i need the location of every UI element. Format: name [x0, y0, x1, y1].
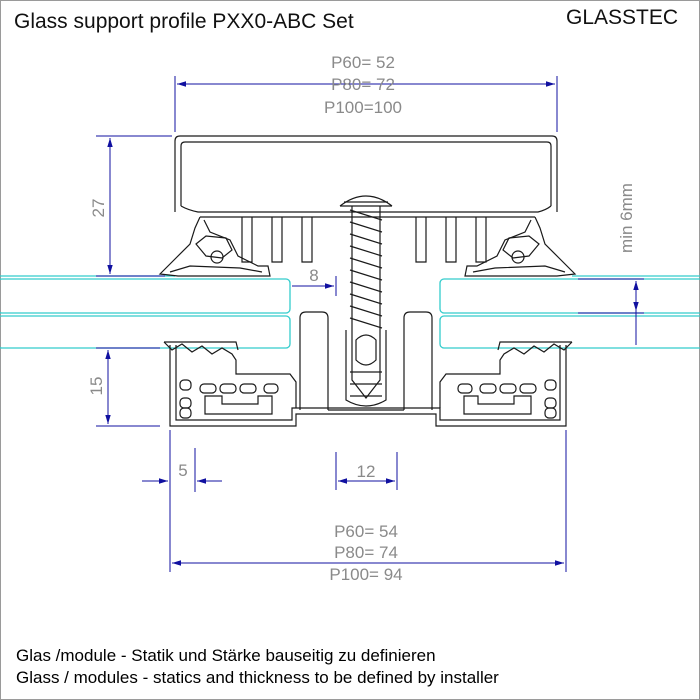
top-width-p80: P80= 72: [331, 75, 395, 94]
glass-lower-left: [0, 315, 291, 349]
note-german: Glas /module - Statik und Stärke bauseit…: [16, 646, 436, 665]
note-english: Glass / modules - statics and thickness …: [16, 668, 499, 687]
bottom-width-p60: P60= 54: [334, 522, 398, 541]
dimension-labels: P60= 52 P80= 72 P100=100 27 15 8 min 6mm…: [87, 53, 636, 584]
top-width-p60: P60= 52: [331, 53, 395, 72]
base-profile: [163, 341, 573, 427]
glass-lower-right: [439, 315, 700, 349]
center-width-label: 12: [357, 462, 376, 481]
bottom-width-p80: P80= 74: [334, 543, 398, 562]
fixing-screw: [339, 195, 393, 407]
top-cap-profile: [158, 135, 577, 277]
upper-height-label: 27: [89, 199, 108, 218]
brand-label: GLASSTEC: [566, 6, 679, 29]
min-thickness-label: min 6mm: [617, 183, 636, 253]
glass-panes: [0, 275, 700, 349]
top-width-p100: P100=100: [324, 98, 402, 117]
glass-upper-right: [439, 278, 700, 314]
dimension-lines: [96, 76, 644, 572]
glass-gap-label: 8: [309, 266, 318, 285]
center-channel: [299, 311, 433, 411]
bottom-width-p100: P100= 94: [329, 565, 402, 584]
glass-upper-left: [0, 278, 291, 314]
drawing-title: Glass support profile PXX0-ABC Set: [14, 10, 354, 33]
lower-height-label: 15: [87, 377, 106, 396]
left-offset-label: 5: [178, 461, 187, 480]
